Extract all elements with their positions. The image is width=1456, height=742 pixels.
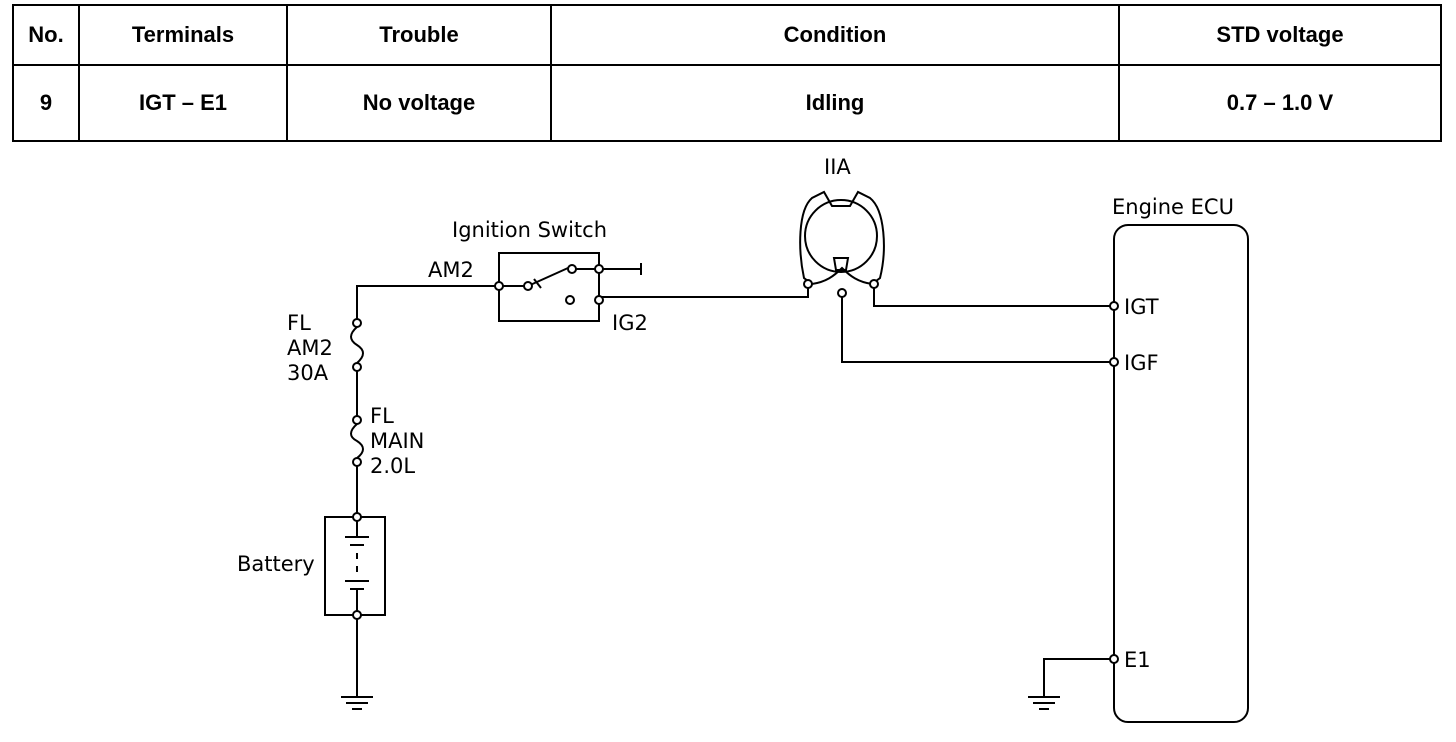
cell-no: 9 [12,64,80,142]
header-std-voltage: STD voltage [1118,4,1442,66]
cell-std-voltage: 0.7 – 1.0 V [1118,64,1442,142]
ignition-switch-label: Ignition Switch [452,218,607,242]
am2-label: AM2 [428,258,474,282]
wires [356,285,1114,697]
igf-pin [1109,357,1119,367]
cell-condition: Idling [550,64,1120,142]
wire-igf [841,297,1114,363]
fuse-am2-line2: AM2 [287,336,333,360]
ignition-switch-icon [494,252,642,322]
table-row: 9 IGT – E1 No voltage Idling 0.7 – 1.0 V [12,64,1442,142]
cell-trouble: No voltage [286,64,552,142]
spec-table: No. Terminals Trouble Condition STD volt… [12,4,1442,142]
engine-ecu-label: Engine ECU [1112,195,1234,219]
fuse-am2-line3: 30A [287,361,329,385]
fuse-main-line1: FL [370,404,394,428]
ground-ecu-icon [1028,696,1060,710]
e1-pin [1109,654,1119,664]
iia-igniter-icon [799,190,885,298]
header-no: No. [12,4,80,66]
battery-label: Battery [237,552,315,576]
fuse-main-line2: MAIN [370,429,424,453]
ig2-label: IG2 [612,311,648,335]
battery-icon [324,512,386,620]
wire-am2 [356,285,499,323]
engine-ecu-box [1109,224,1249,723]
fuse-am2-line1: FL [287,311,311,335]
iia-label: IIA [824,155,851,179]
fuse-main-icon [350,415,364,467]
igt-label: IGT [1124,295,1159,319]
wire-igt [873,288,1114,307]
header-terminals: Terminals [78,4,288,66]
header-trouble: Trouble [286,4,552,66]
wire-ig2 [598,288,809,300]
igt-pin [1109,301,1119,311]
fuse-am2-icon [350,318,364,372]
header-condition: Condition [550,4,1120,66]
fuse-main-line3: 2.0L [370,454,415,478]
table-header-row: No. Terminals Trouble Condition STD volt… [12,4,1442,66]
igf-label: IGF [1124,351,1159,375]
e1-label: E1 [1124,648,1151,672]
ground-battery-icon [341,696,373,710]
cell-terminals: IGT – E1 [78,64,288,142]
wire-e1 [1043,658,1114,697]
